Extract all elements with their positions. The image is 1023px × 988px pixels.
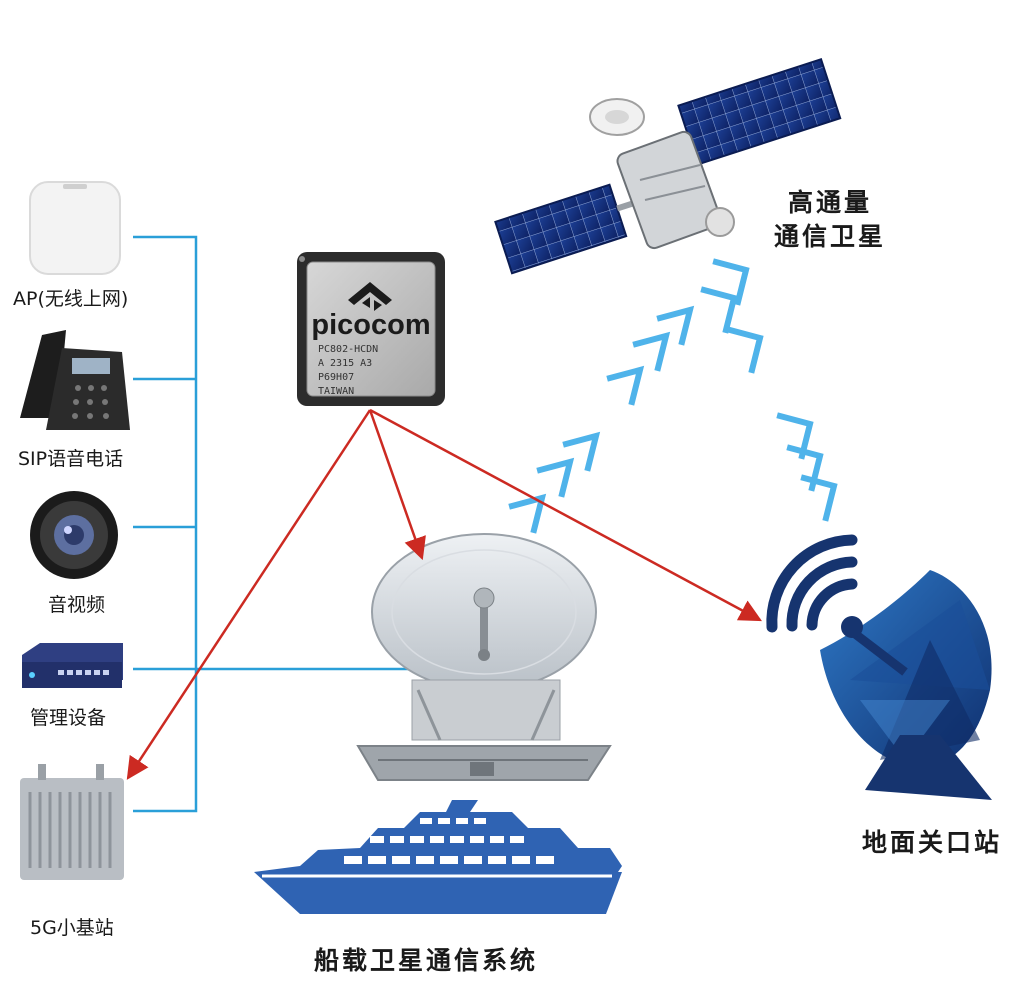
- signal-chevrons-uplink-ship: [508, 305, 695, 534]
- ap-label: AP(无线上网): [13, 288, 129, 310]
- management-device-image: [22, 643, 123, 688]
- management-label: 管理设备: [30, 707, 107, 729]
- chip-brand: picocom: [311, 309, 430, 341]
- av-camera-image: [30, 491, 118, 579]
- wifi-waves-icon: [766, 534, 858, 633]
- ship-system-label: 船载卫星通信系统: [314, 946, 539, 975]
- picocom-chip: [297, 252, 445, 406]
- satellite-label: 高通量 通信卫星: [760, 186, 900, 254]
- sip-phone-label: SIP语音电话: [18, 448, 124, 470]
- arrow-to-gateway: [369, 408, 762, 622]
- arrow-to-ship-dish: [368, 409, 426, 561]
- satellite-label-line2: 通信卫星: [773, 222, 886, 251]
- chip-arrows: [126, 408, 762, 780]
- chip-text-line4: TAIWAN: [318, 386, 354, 397]
- chip-logo-icon: [348, 282, 392, 311]
- satellite-label-line1: 高通量: [787, 188, 872, 217]
- chip-text-line2: A 2315 A3: [318, 358, 372, 369]
- signal-chevrons-downlink-gateway: [700, 258, 838, 522]
- sip-phone-image: [20, 330, 130, 430]
- gateway-label: 地面关口站: [862, 828, 1003, 857]
- chip-text-line3: P69H07: [318, 372, 354, 383]
- arrow-to-small-cell: [126, 409, 372, 780]
- ship-image: [254, 800, 622, 914]
- av-label: 音视频: [48, 594, 106, 616]
- ship-dish-antenna-image: [356, 533, 612, 781]
- satellite-image: [494, 57, 842, 275]
- ap-device-image: [29, 181, 121, 275]
- chip-text-line1: PC802-HCDN: [318, 344, 378, 355]
- device-bus-lines: [133, 235, 412, 813]
- ground-gateway-image: [766, 534, 992, 800]
- small-cell-image: [20, 764, 124, 880]
- small-cell-label: 5G小基站: [30, 917, 114, 939]
